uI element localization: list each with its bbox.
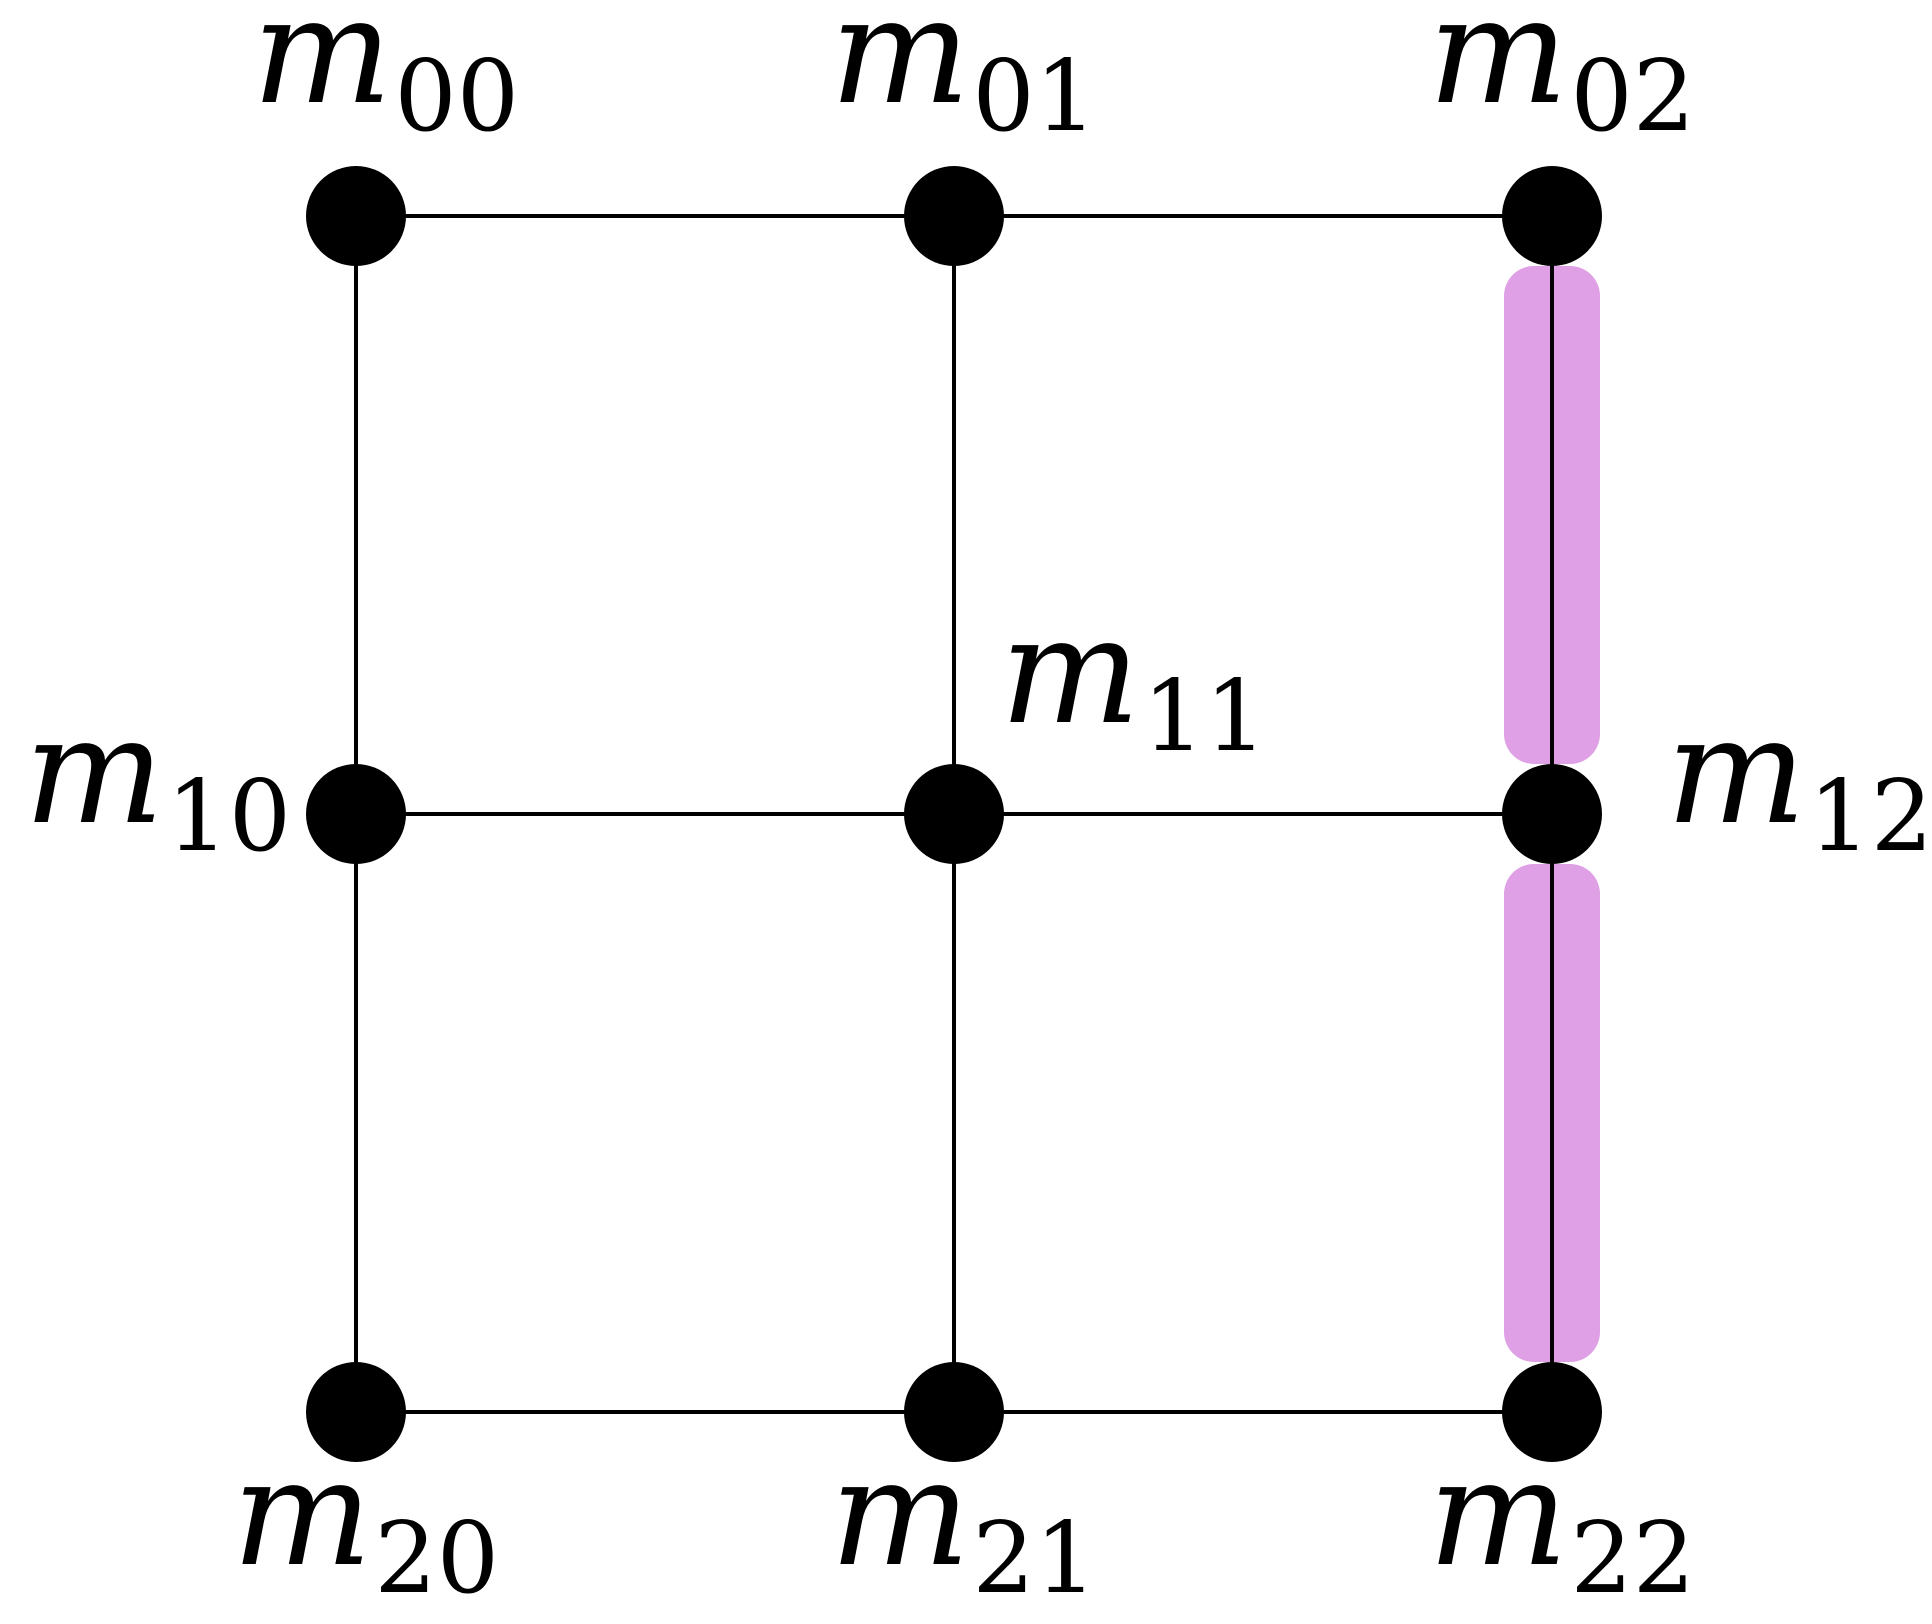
label-m00-subscript: 00: [394, 40, 519, 154]
label-m10: m10: [24, 685, 291, 874]
label-m11: m11: [1000, 585, 1267, 774]
label-m12: m12: [1666, 685, 1932, 874]
label-m01-subscript: 01: [972, 40, 1097, 154]
label-m22: m22: [1428, 1427, 1695, 1616]
node-m22: [1502, 1362, 1602, 1462]
node-layer: [306, 166, 1602, 1462]
node-m01: [904, 166, 1004, 266]
label-m01-base: m: [830, 0, 970, 137]
label-m21-subscript: 21: [972, 1502, 1097, 1616]
label-m00-base: m: [252, 0, 392, 137]
label-m02-base: m: [1428, 0, 1568, 137]
label-m10-subscript: 10: [166, 760, 291, 874]
label-m02: m02: [1428, 0, 1695, 154]
label-m22-base: m: [1428, 1427, 1568, 1599]
label-m20-subscript: 20: [374, 1502, 499, 1616]
node-m12: [1502, 764, 1602, 864]
label-m01: m01: [830, 0, 1097, 154]
label-m11-base: m: [1000, 585, 1140, 757]
label-m02-subscript: 02: [1570, 40, 1695, 154]
label-m22-subscript: 22: [1570, 1502, 1695, 1616]
label-m11-subscript: 11: [1142, 660, 1267, 774]
label-m21-base: m: [830, 1427, 970, 1599]
label-m10-base: m: [24, 685, 164, 857]
edge-layer: [354, 214, 1554, 1414]
node-m21: [904, 1362, 1004, 1462]
label-m20-base: m: [232, 1427, 372, 1599]
node-m10: [306, 764, 406, 864]
label-m20: m20: [232, 1427, 499, 1616]
label-m12-base: m: [1666, 685, 1806, 857]
node-m00: [306, 166, 406, 266]
label-m12-subscript: 12: [1808, 760, 1932, 874]
node-m02: [1502, 166, 1602, 266]
node-m11: [904, 764, 1004, 864]
label-m21: m21: [830, 1427, 1097, 1616]
label-m00: m00: [252, 0, 519, 154]
node-m20: [306, 1362, 406, 1462]
